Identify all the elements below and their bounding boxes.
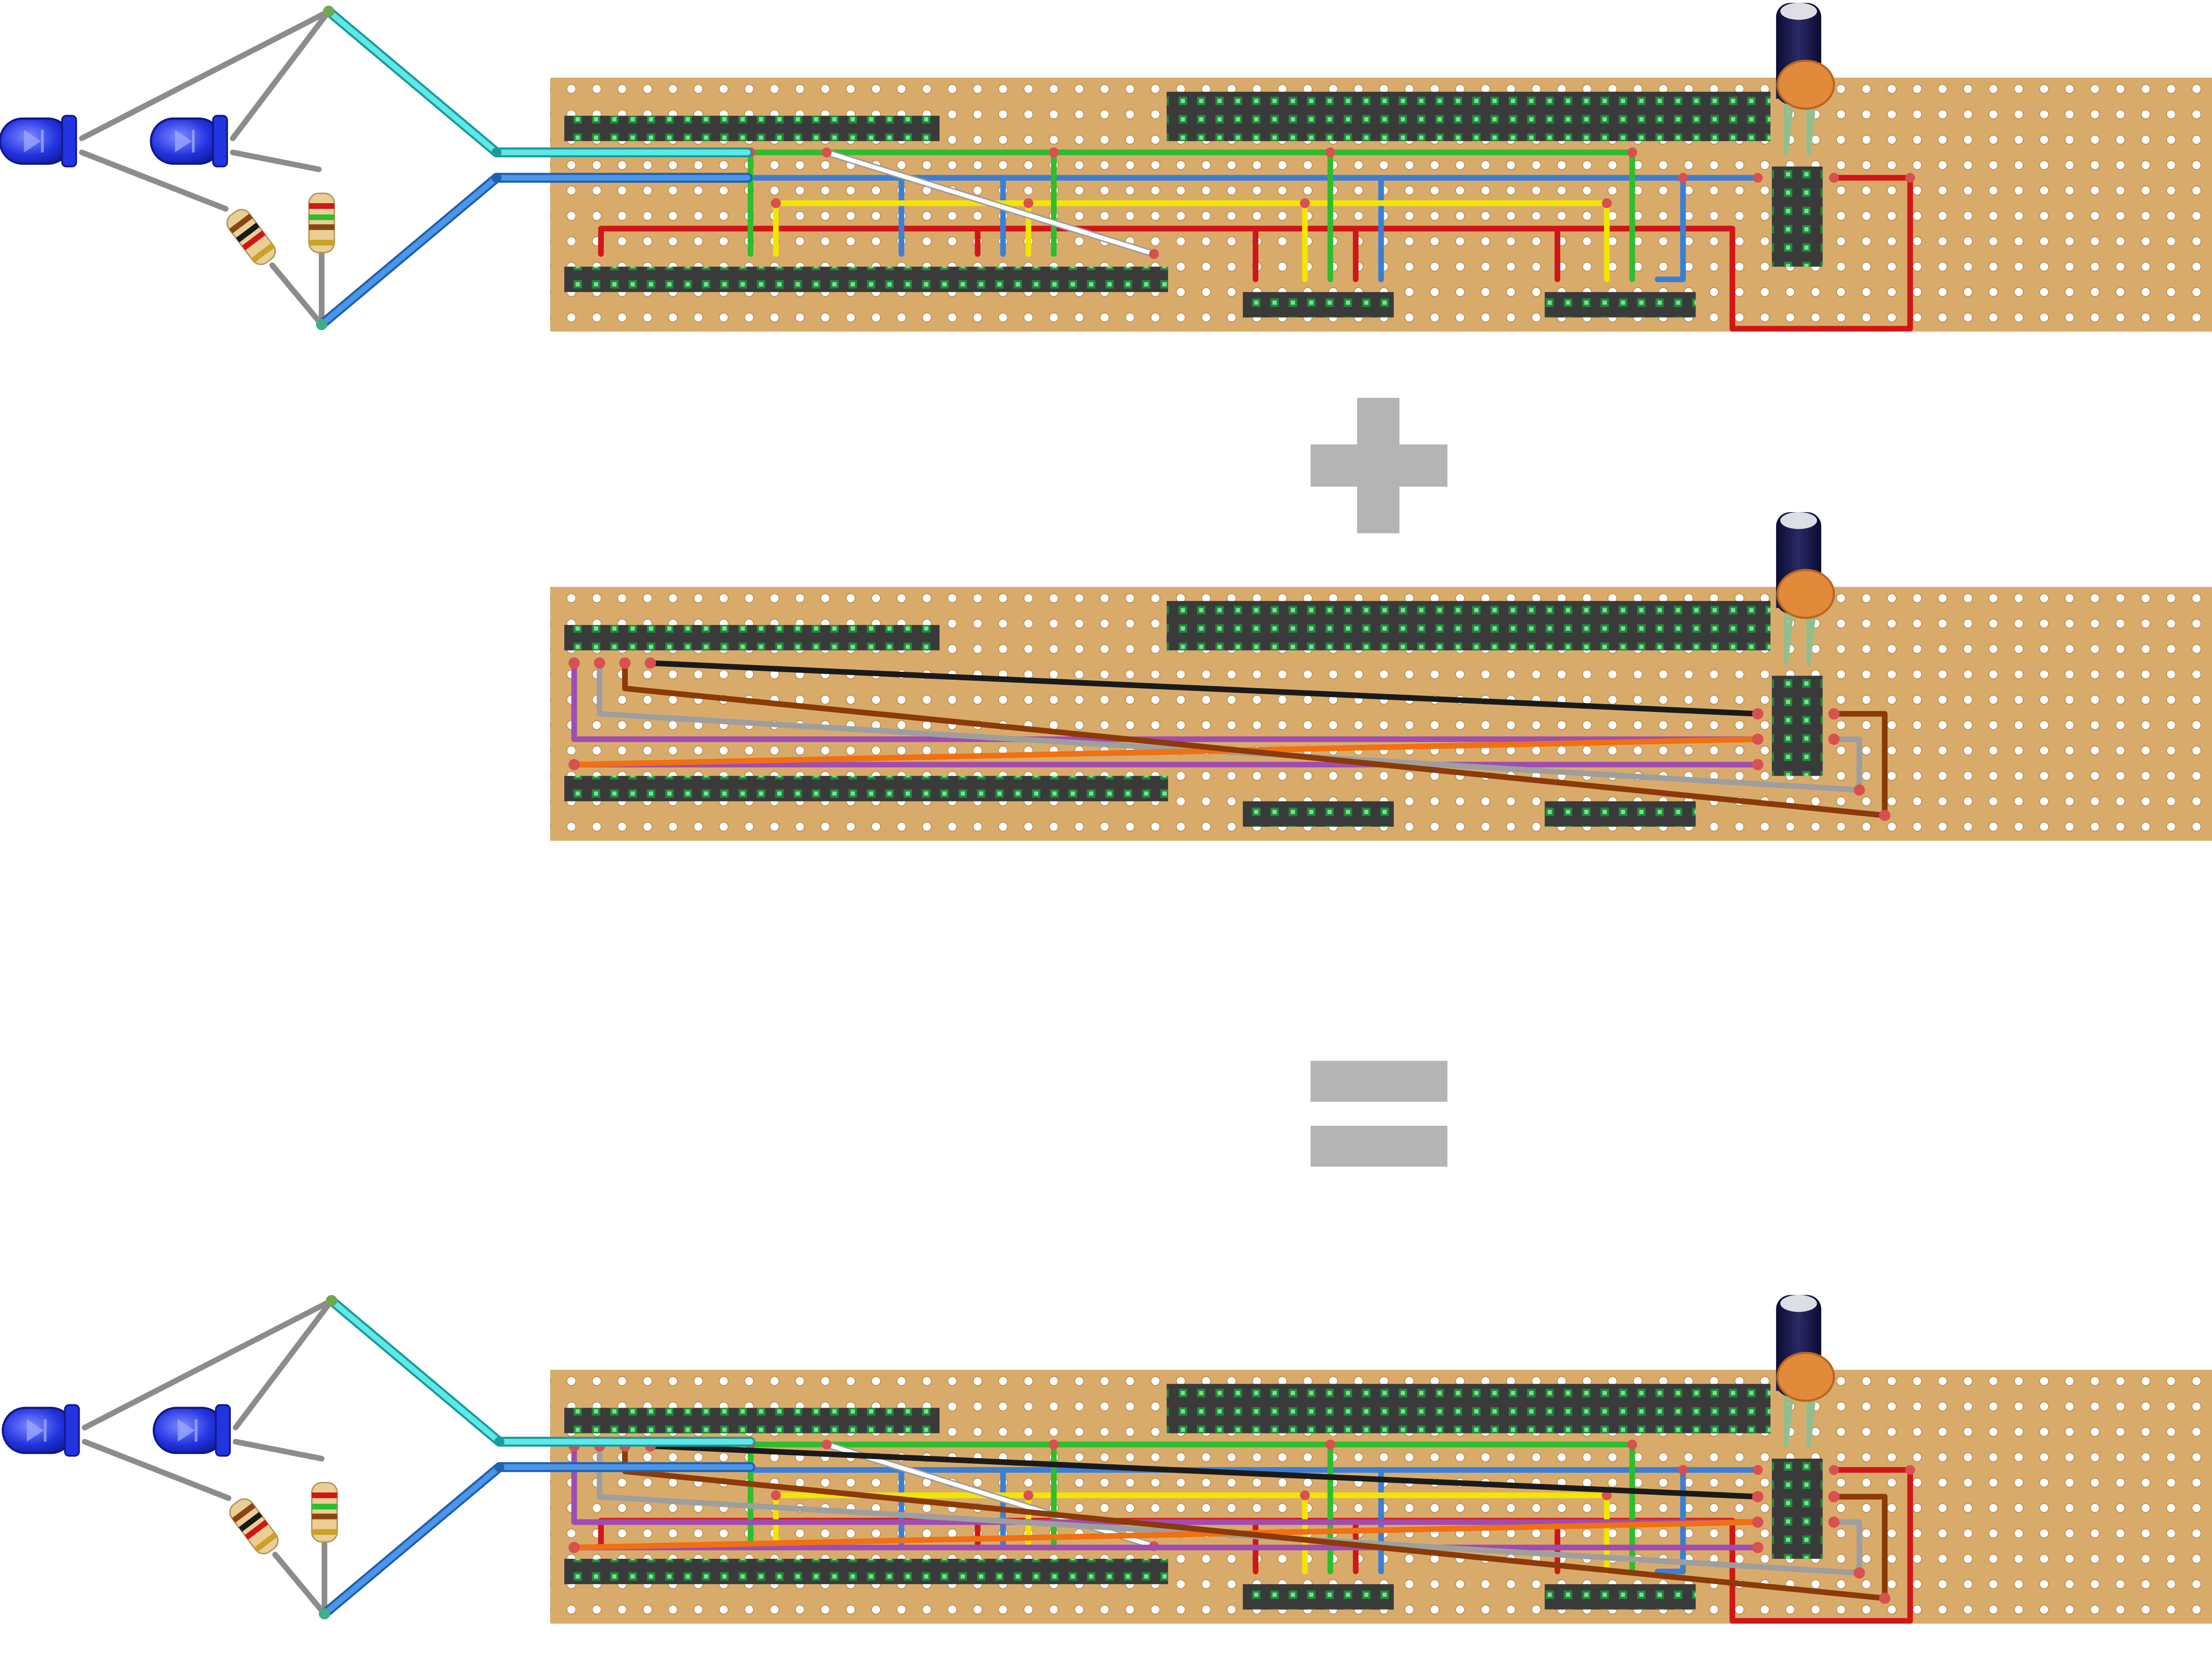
panel-top bbox=[0, 3, 2212, 331]
equals-icon bbox=[1310, 1061, 1448, 1167]
panel-middle bbox=[550, 512, 2212, 841]
panel-bottom bbox=[3, 1295, 2212, 1623]
stripboard-middle bbox=[550, 587, 2212, 841]
plus-icon bbox=[1310, 397, 1448, 534]
